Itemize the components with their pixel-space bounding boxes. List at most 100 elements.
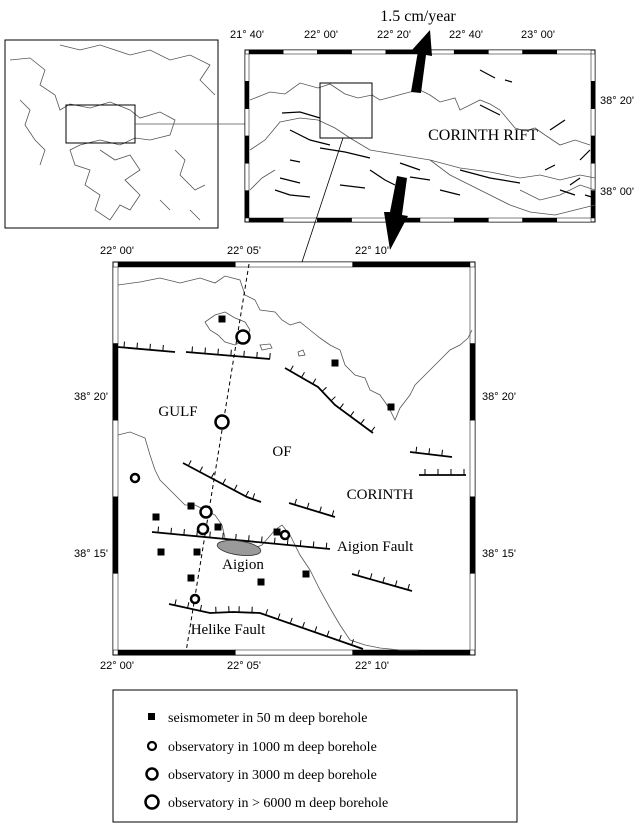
fault-tick: [248, 535, 250, 542]
fault-tick: [170, 527, 172, 534]
lon-tick-label: 22° 00': [100, 245, 134, 257]
lon-tick-label: 22° 10': [355, 660, 389, 672]
map-frame-segment: [351, 49, 387, 55]
observatory-marker: [129, 472, 141, 484]
fault-trace: [284, 367, 374, 434]
fault-tick: [261, 536, 263, 543]
map-frame-segment: [469, 343, 476, 421]
lon-tick-label: 22° 10': [355, 245, 389, 257]
seismometer-marker: [187, 502, 195, 510]
fault-tick: [199, 466, 204, 473]
fault-tick: [235, 533, 237, 541]
map-frame-segment: [469, 496, 476, 574]
fault-tick: [349, 411, 355, 417]
lat-tick-label: 38° 00': [600, 186, 634, 198]
fault-trace: [168, 603, 364, 650]
map-frame-segment: [522, 49, 558, 55]
seismometer-marker: [218, 315, 226, 323]
fault-tick: [339, 403, 344, 409]
map-frame-segment: [112, 496, 119, 574]
map-frame-segment: [590, 135, 596, 164]
map-frame-segment: [488, 217, 523, 223]
map-frame-segment: [112, 266, 119, 344]
fault-tick: [294, 498, 297, 505]
map-frame-segment: [244, 163, 250, 191]
corinth-rift-label: CORINTH RIFT: [428, 127, 538, 144]
fault-tick: [326, 630, 330, 637]
map-frame-segment: [590, 190, 596, 219]
seismometer-marker: [387, 403, 395, 411]
fault-tick: [312, 541, 315, 548]
fault-tick: [286, 538, 289, 545]
legend-label: observatory in 1000 m deep borehole: [168, 740, 377, 755]
fault-tick: [331, 510, 335, 517]
map-frame-segment: [419, 217, 455, 223]
fault-tick: [301, 372, 305, 378]
fault-tick: [299, 540, 302, 547]
fault-tick: [187, 460, 192, 467]
profile-line: [185, 263, 250, 653]
fault-trace: [117, 346, 176, 353]
map-frame-segment: [244, 53, 250, 82]
seismometer-marker: [193, 548, 201, 556]
map-frame-segment: [385, 49, 421, 55]
seismometer-marker: [257, 578, 265, 586]
map-frame-segment: [317, 217, 352, 223]
fault-tick: [407, 583, 410, 590]
observatory-marker: [199, 505, 213, 519]
corinth-rift-overview-map: 1.5 cm/year CORINTH RIFT 21° 40' 22° 00'…: [230, 8, 634, 263]
helike-fault-label: Helike Fault: [191, 622, 266, 638]
seismometer-marker: [214, 523, 222, 531]
map-frame-segment: [112, 573, 119, 651]
map-frame-segment: [244, 81, 250, 109]
fault-tick: [162, 344, 164, 351]
fault-trace: [185, 351, 271, 360]
fault-tick: [209, 531, 211, 538]
greece-inset-map: [4, 39, 250, 229]
medium-circle-icon: [145, 767, 159, 781]
map-frame-segment: [235, 261, 353, 268]
seismometer-marker: [302, 570, 310, 578]
fault-tick: [149, 343, 151, 350]
fault-trace: [288, 502, 336, 518]
of-label: OF: [272, 444, 291, 460]
fault-tick: [441, 449, 443, 456]
fault-tick: [360, 418, 365, 425]
lon-tick-label: 23° 00': [521, 29, 555, 41]
map-frame-segment: [282, 49, 318, 55]
observatory-marker: [235, 329, 251, 345]
lon-tick-label: 21° 40': [230, 29, 264, 41]
map-frame-segment: [590, 108, 596, 137]
fault-tick: [233, 484, 238, 491]
lon-tick-label: 22° 20': [377, 29, 411, 41]
map-frame-segment: [244, 190, 250, 219]
observatory-marker: [214, 414, 230, 430]
fault-tick: [357, 569, 360, 576]
fault-tick: [157, 526, 160, 533]
fault-tick: [183, 529, 185, 536]
observatory-marker: [279, 529, 291, 541]
map-frame-segment: [556, 49, 592, 55]
aigion-town-area: [216, 540, 262, 556]
legend-label: observatory in 3000 m deep borehole: [168, 768, 377, 783]
map-frame-segment: [248, 49, 284, 55]
lon-tick-label: 22° 00': [304, 29, 338, 41]
aigion-detail-map: GULF OF CORINTH Aigion Fault Aigion Heli…: [74, 245, 516, 672]
fault-tick: [289, 365, 294, 372]
map-frame-segment: [469, 573, 476, 651]
map-frame-segment: [317, 49, 352, 55]
fault-tick: [210, 472, 215, 479]
fault-tick: [222, 532, 224, 539]
map-frame-segment: [590, 53, 596, 82]
map-frame-segment: [453, 217, 489, 223]
small-circle-icon: [146, 740, 158, 752]
lon-tick-label: 22° 05': [227, 245, 261, 257]
map-frame-segment: [244, 108, 250, 137]
map-frame-segment: [352, 649, 471, 656]
extension-arrow-south-icon: [384, 176, 408, 250]
fault-tick: [174, 599, 177, 606]
velocity-label: 1.5 cm/year: [380, 8, 456, 25]
aigion-fault-label: Aigion Fault: [337, 539, 414, 555]
map-frame-segment: [244, 135, 250, 164]
